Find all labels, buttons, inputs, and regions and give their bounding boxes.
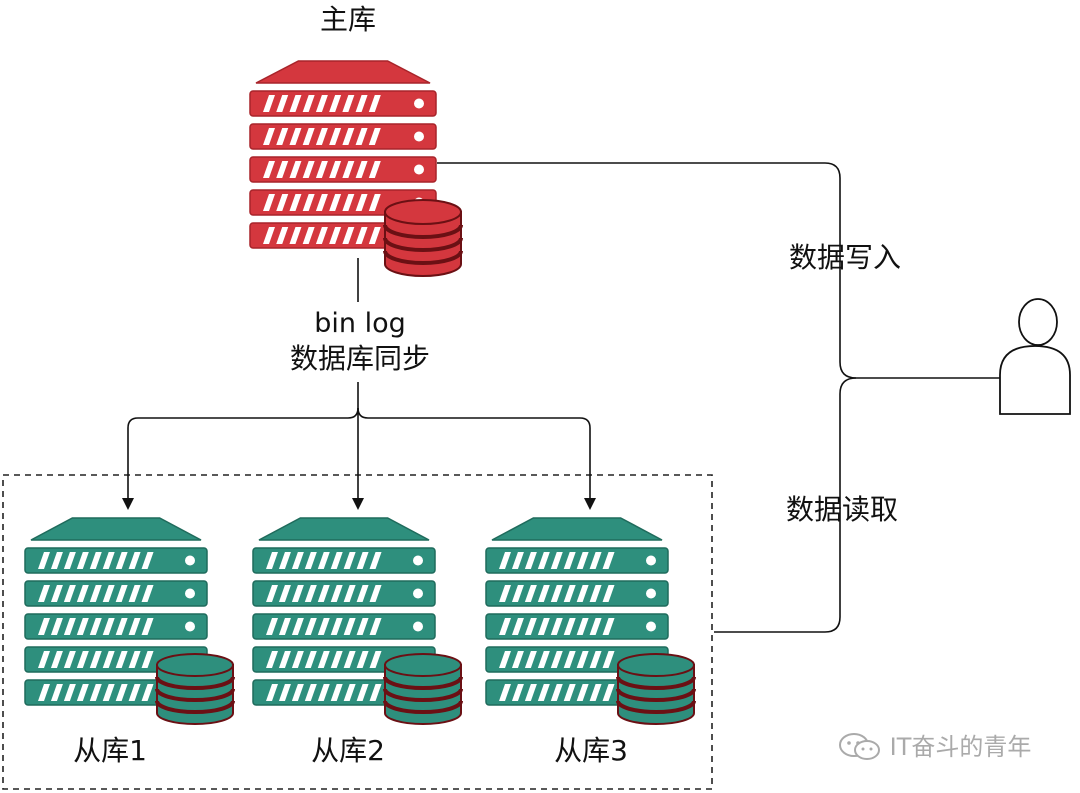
slave-2-database-icon: [383, 653, 463, 725]
master-database-icon: [383, 199, 463, 277]
sync-arrow-3: [357, 407, 596, 510]
master-server-icon: [249, 60, 437, 249]
wechat-icon: [839, 733, 880, 760]
slave-3-server-icon: [485, 517, 669, 706]
read-connector: [714, 377, 857, 633]
sync-label-binlog: bin log: [314, 308, 406, 339]
watermark: IT奋斗的青年: [838, 733, 1031, 761]
slave-3-label: 从库3: [554, 734, 628, 767]
read-label: 数据读取: [785, 493, 899, 526]
slave-1-database-icon: [155, 653, 235, 725]
slave-3-database-icon: [616, 653, 696, 725]
master-label: 主库: [319, 3, 377, 36]
slave-2-server-icon: [252, 517, 436, 706]
sync-label-db: 数据库同步: [289, 342, 431, 375]
slave-1-label: 从库1: [73, 734, 147, 767]
write-label: 数据写入: [788, 241, 902, 274]
user-icon: [999, 298, 1071, 415]
slave-2-label: 从库2: [311, 734, 385, 767]
watermark-text: IT奋斗的青年: [889, 733, 1032, 761]
write-connector: [437, 162, 857, 379]
sync-arrow-1: [122, 407, 359, 510]
